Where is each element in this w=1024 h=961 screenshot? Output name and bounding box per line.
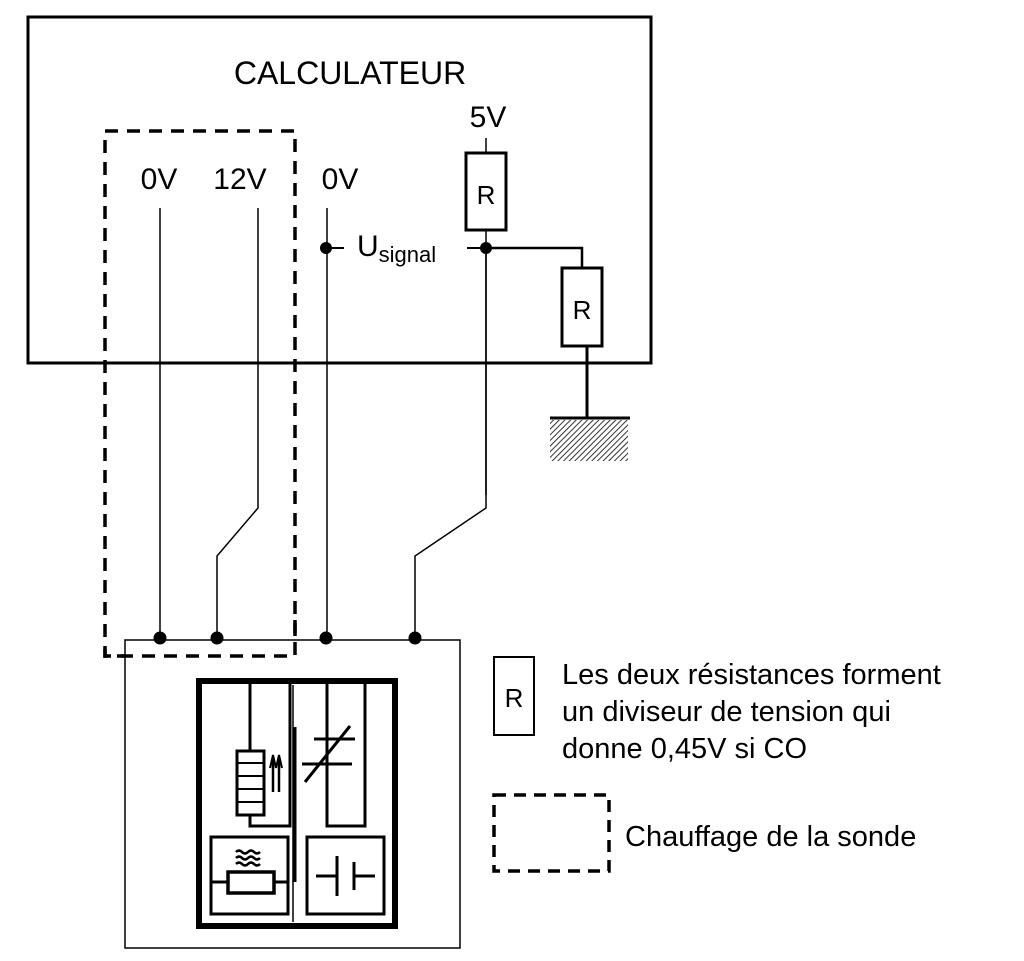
ecu-box bbox=[26, 15, 653, 365]
svg-text:Usignal: Usignal bbox=[357, 230, 436, 267]
resistor-top: R bbox=[464, 151, 508, 232]
legend-dashed-symbol bbox=[492, 793, 611, 873]
pin-label-0v-heater: 0V bbox=[141, 163, 178, 196]
connector-node-0v-signal bbox=[319, 631, 333, 645]
connector-node-signal bbox=[408, 631, 422, 645]
heater-dashed-boundary bbox=[103, 129, 297, 658]
resistor-top-label: R bbox=[477, 180, 496, 210]
pin-label-0v-signal: 0V bbox=[322, 163, 359, 196]
legend-heating-text: Chauffage de la sonde bbox=[625, 821, 916, 853]
wire-12v bbox=[216, 208, 259, 636]
pin-label-12v: 12V bbox=[213, 163, 266, 196]
wire-signal bbox=[414, 248, 487, 636]
connector-node-12v bbox=[210, 631, 224, 645]
ground-icon bbox=[550, 416, 630, 461]
divider-wire bbox=[486, 246, 584, 268]
signal-label-main: U bbox=[357, 230, 379, 263]
legend-heating: Chauffage de la sonde bbox=[492, 793, 916, 873]
resistor-bottom-label: R bbox=[573, 295, 592, 325]
ground-ref-node bbox=[320, 242, 332, 254]
supply-5v-label: 5V bbox=[470, 101, 507, 134]
legend-resistor-symbol bbox=[493, 656, 535, 736]
ecu-title: CALCULATEUR bbox=[234, 55, 466, 91]
legend-resistor-symbol-label: R bbox=[505, 683, 524, 713]
legend-resistor-line-1: Les deux résistances forment bbox=[562, 659, 941, 691]
resistor-bottom: R bbox=[560, 266, 604, 348]
legend-resistor-line-2: un diviseur de tension qui bbox=[562, 696, 891, 728]
legend-resistor: R Les deux résistances forment un divise… bbox=[493, 656, 941, 765]
signal-label: Usignal bbox=[320, 230, 436, 267]
connector-node-0v-heater bbox=[153, 631, 167, 645]
signal-label-sub: signal bbox=[379, 242, 436, 267]
sensor-symbol-icon bbox=[196, 678, 398, 929]
legend-resistor-line-3: donne 0,45V si CO bbox=[562, 733, 807, 765]
